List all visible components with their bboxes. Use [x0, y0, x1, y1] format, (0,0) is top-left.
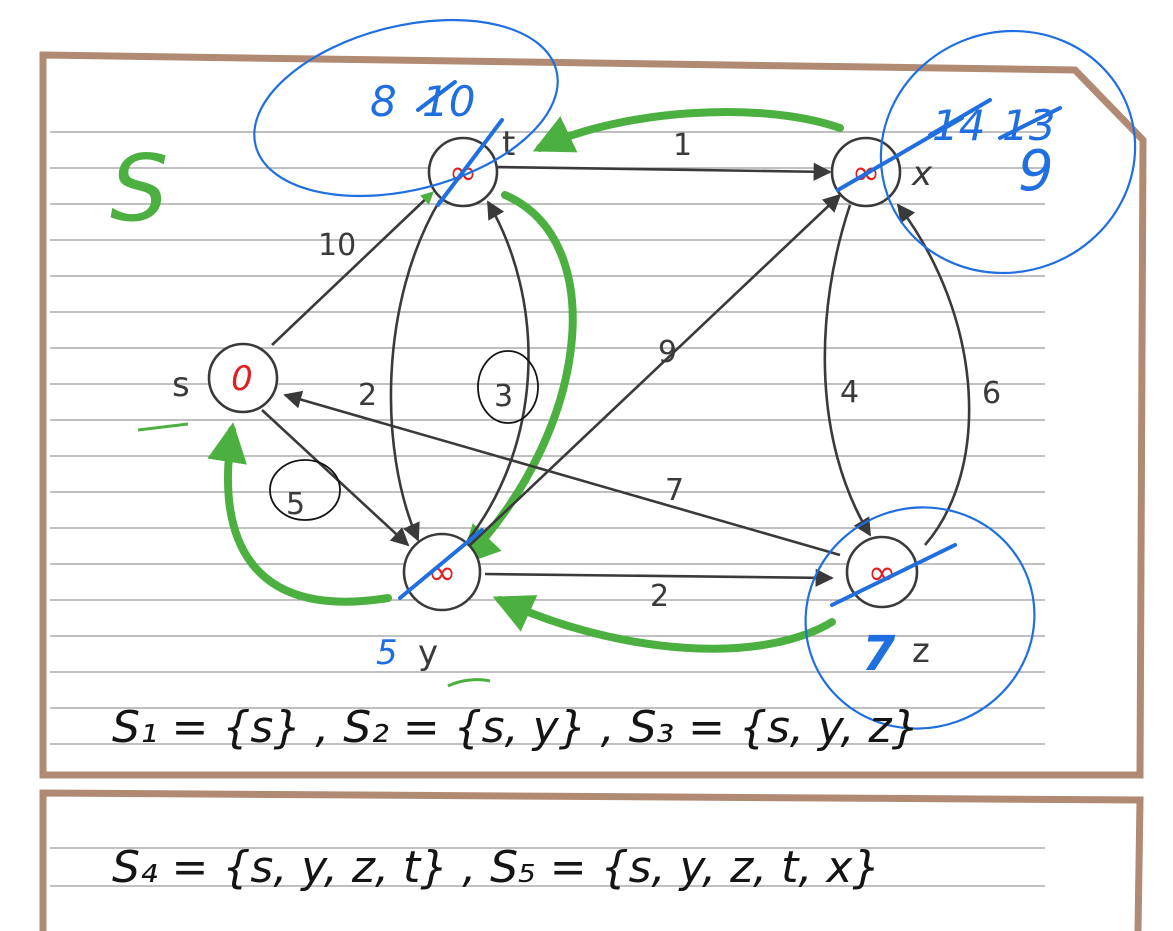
path-arrow-z-to-y: [492, 595, 836, 653]
green-tick: [137, 422, 189, 432]
x-old-dist-2: 13: [1002, 101, 1055, 150]
weight-z-x: 6: [982, 376, 1001, 411]
big-s-label: S: [110, 135, 168, 242]
shortest-path-arrows: [207, 107, 844, 653]
label-x: x: [911, 154, 933, 194]
node-y: [402, 532, 482, 612]
label-s: s: [172, 365, 190, 405]
blue-strikes: [398, 80, 1062, 607]
edge-t-y: [389, 199, 442, 542]
circle-x-dist: [879, 29, 1137, 275]
weight-x-z: 4: [840, 375, 859, 410]
edge-y-z: [484, 568, 834, 587]
node-s: [207, 342, 279, 414]
weight-y-z: 2: [650, 579, 669, 614]
edge-y-t: [466, 200, 530, 541]
graph-edges: [261, 162, 971, 587]
sets-line-1: S₁ = {s} , S₂ = {s, y} , S₃ = {s, y, z}: [112, 702, 920, 753]
top-frame: [39, 51, 1147, 779]
label-y: y: [418, 633, 438, 673]
weight-t-y: 2: [358, 378, 377, 413]
t-old-dist: 10: [422, 77, 475, 126]
edge-x-z: [823, 204, 872, 537]
weight-s-y: 5: [286, 487, 305, 522]
edge-z-x: [896, 203, 971, 546]
circle-z-dist: [804, 506, 1036, 730]
label-z: z: [912, 631, 930, 671]
weight-y-t: 3: [494, 379, 513, 414]
green-small-dash: [447, 678, 491, 688]
x-new-dist: 9: [1018, 139, 1054, 204]
circle-weight-5: [269, 459, 341, 521]
weight-y-x: 9: [658, 335, 677, 370]
edge-t-x: [497, 162, 832, 181]
edge-s-y: [261, 409, 410, 547]
z-new-dist: 7: [862, 626, 896, 682]
x-old-dist-1: 14: [932, 101, 985, 150]
weight-z-s: 7: [665, 473, 684, 508]
weight-circles: [269, 350, 539, 521]
dist-s: 0: [231, 359, 253, 399]
t-new-dist: 8: [370, 77, 397, 126]
y-new-dist: 5: [376, 633, 398, 673]
path-arrow-t-to-y: [459, 191, 577, 566]
circle-t-dist: [253, 18, 559, 198]
circle-weight-3: [477, 350, 539, 424]
path-arrow-x-to-t: [532, 107, 844, 153]
path-arrow-y-to-s: [207, 422, 392, 606]
edge-y-x: [469, 193, 842, 546]
weight-t-x: 1: [673, 128, 692, 163]
edge-z-s: [283, 390, 841, 557]
bottom-frame: [39, 789, 1144, 931]
edge-s-t: [271, 191, 434, 346]
weight-s-t: 10: [318, 228, 356, 263]
label-t: t: [502, 124, 515, 164]
sets-line-2: S₄ = {s, y, z, t} , S₅ = {s, y, z, t, x}: [112, 842, 880, 893]
blue-annotations: [253, 18, 1137, 730]
